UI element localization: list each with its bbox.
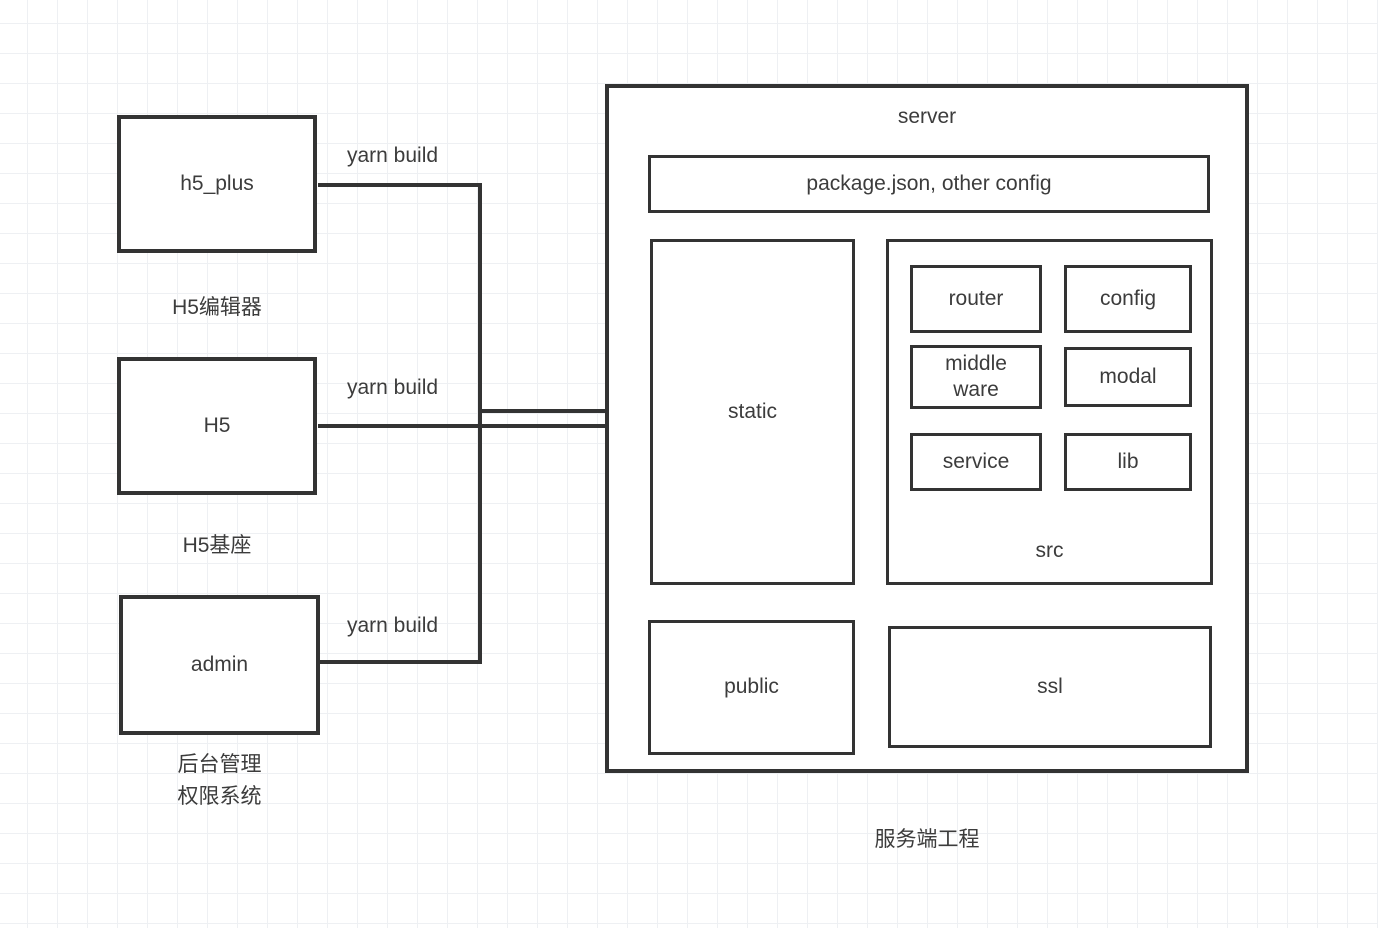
node-public: public	[648, 620, 855, 755]
node-config: config	[1064, 265, 1192, 333]
node-static: static	[650, 239, 855, 585]
node-router: router	[910, 265, 1042, 333]
node-admin: admin	[119, 595, 320, 735]
edge-label-yarn-build-1: yarn build	[347, 144, 439, 167]
node-modal: modal	[1064, 347, 1192, 407]
src-label: src	[1035, 538, 1064, 562]
edge-branch-to-static	[478, 409, 626, 413]
node-server: server package.json, other config static…	[605, 84, 1249, 773]
server-title: server	[897, 105, 957, 128]
edge-trunk-vertical	[478, 183, 482, 664]
node-service: service	[910, 433, 1042, 491]
caption-h5-base: H5基座	[182, 534, 252, 557]
node-h5-plus: h5_plus	[117, 115, 317, 253]
node-lib: lib	[1064, 433, 1192, 491]
edge-label-yarn-build-3: yarn build	[347, 614, 439, 637]
edge-h5-to-static	[318, 424, 626, 428]
edge-label-yarn-build-2: yarn build	[347, 376, 439, 399]
node-h5: H5	[117, 357, 317, 495]
node-src: router config middle ware modal service …	[886, 239, 1213, 585]
caption-h5-editor: H5编辑器	[172, 296, 262, 319]
node-middleware: middle ware	[910, 345, 1042, 409]
edge-h5plus-horizontal	[318, 183, 482, 187]
node-ssl: ssl	[888, 626, 1212, 748]
caption-server-project: 服务端工程	[874, 828, 980, 851]
node-package-config: package.json, other config	[648, 155, 1210, 213]
caption-admin-system: 后台管理 权限系统	[177, 753, 262, 808]
edge-admin-horizontal	[318, 660, 482, 664]
